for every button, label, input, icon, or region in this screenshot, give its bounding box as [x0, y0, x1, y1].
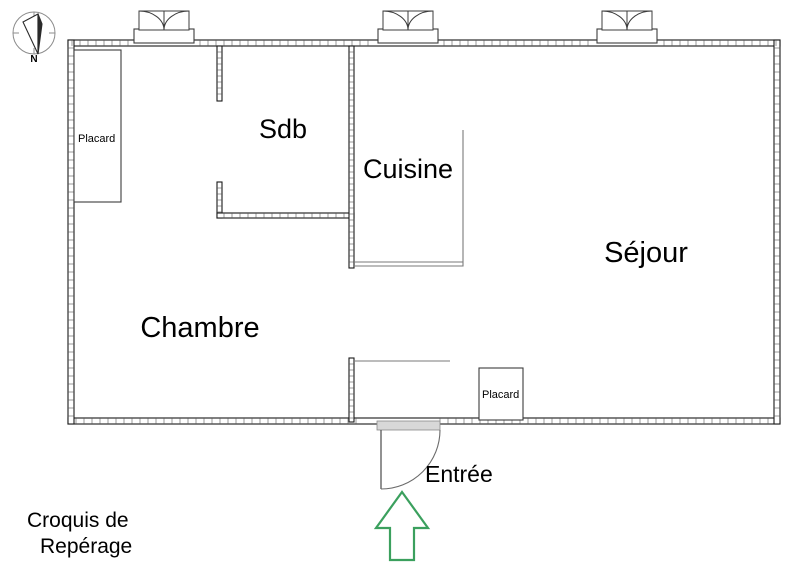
compass-rose: N — [12, 11, 56, 65]
window-sejour-arc-left — [601, 10, 628, 31]
window-sejour-arc-right — [626, 10, 653, 31]
closet-entree: Placard — [478, 367, 524, 421]
window-chambre-leaf-right — [163, 10, 190, 31]
compass-north-label: N — [30, 54, 37, 65]
wall-hatch-sdb-left-upper — [217, 51, 222, 95]
wall-hatch-sdb-bottom — [223, 213, 345, 218]
room-label-chambre: Chambre — [140, 312, 259, 344]
window-chambre-sill — [133, 28, 195, 44]
window-sejour — [596, 10, 658, 44]
room-label-sejour: Séjour — [604, 237, 688, 269]
wall-hatch-left — [68, 47, 74, 417]
caption-line-1: Croquis de — [27, 509, 129, 532]
entry-door-threshold — [376, 420, 441, 431]
exterior-walls — [67, 39, 781, 425]
compass-needle-right — [37, 13, 43, 55]
closet-chambre-box — [73, 49, 122, 203]
window-cuisine-arc-left — [382, 10, 409, 31]
window-sejour-sill — [596, 28, 658, 44]
wall-hatch-sdb-left-lower — [217, 187, 222, 213]
caption-line-2: Repérage — [40, 535, 132, 558]
room-label-cuisine: Cuisine — [363, 154, 453, 184]
window-chambre — [133, 10, 195, 44]
window-chambre-arc-left — [138, 10, 165, 31]
closet-chambre-label: Placard — [78, 133, 115, 145]
window-cuisine-arc-right — [407, 10, 434, 31]
wall-hatch-central-lower — [349, 363, 354, 419]
entry-label: Entrée — [425, 461, 493, 487]
wall-hatch-right — [774, 47, 780, 417]
window-chambre-arc-right — [163, 10, 190, 31]
closet-entree-label: Placard — [482, 389, 519, 401]
wall-central-upper — [348, 45, 355, 269]
window-cuisine — [377, 10, 439, 44]
window-sejour-leaf-right — [626, 10, 653, 31]
window-cuisine-sill — [377, 28, 439, 44]
wall-sdb-left-upper — [216, 45, 223, 102]
closet-entree-box — [478, 367, 524, 421]
interior-walls — [216, 45, 355, 423]
line-cuisine-counter — [354, 130, 464, 267]
room-label-sdb: Sdb — [259, 114, 307, 144]
window-cuisine-leaf-right — [407, 10, 434, 31]
wall-hatch-central-upper — [349, 51, 354, 263]
wall-central-lower — [348, 357, 355, 423]
access-arrow-icon — [373, 490, 431, 562]
entry-door — [376, 420, 441, 490]
compass-needle-left — [22, 13, 39, 55]
closet-chambre: Placard — [73, 49, 122, 203]
light-partitions — [354, 130, 464, 362]
wall-hatch-top — [71, 40, 777, 46]
wall-sdb-bottom — [216, 212, 355, 219]
entry-door-swing-arc — [380, 429, 441, 490]
